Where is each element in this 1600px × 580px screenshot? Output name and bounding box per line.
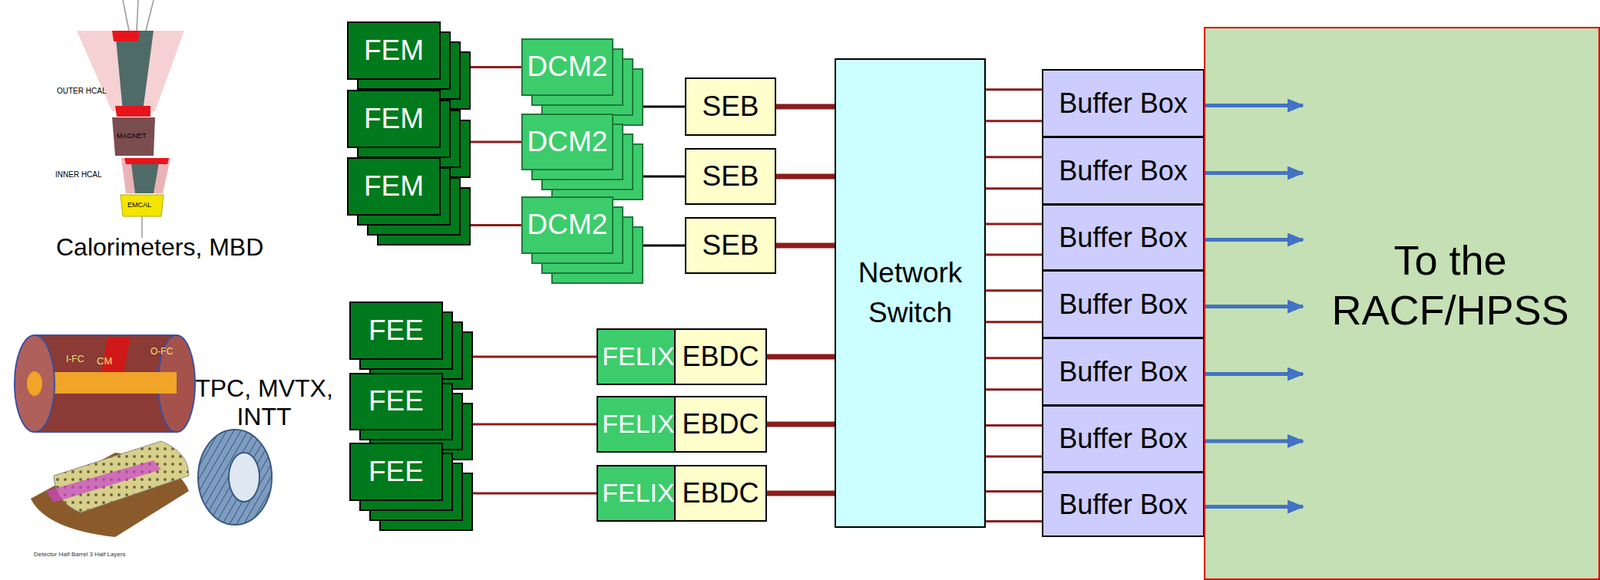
link-line: [776, 243, 835, 249]
storage-region: To the RACF/HPSS: [1203, 26, 1600, 580]
node-label: FEE: [368, 314, 424, 348]
front-end-module: FEE: [349, 373, 443, 431]
front-end-module: FEM: [347, 157, 441, 216]
node-label: FELIX: [601, 478, 675, 509]
front-end-module: FEM: [347, 21, 441, 80]
node-label: FELIX: [601, 409, 675, 440]
link-line: [776, 104, 835, 110]
part-name: CM: [96, 356, 113, 368]
node-label: Buffer Box: [1058, 221, 1187, 254]
node-label: SEB: [701, 160, 759, 194]
node-label: FEE: [368, 385, 424, 419]
event-builder-box: EBDC: [674, 465, 767, 523]
part-name: EMCAL: [127, 201, 152, 209]
node-label: EBDC: [681, 340, 759, 373]
node-label: Buffer Box: [1058, 489, 1187, 521]
buffer-box: Buffer Box: [1041, 337, 1205, 407]
detector-group-label: Calorimeters, MBD: [56, 233, 264, 262]
node-label: FEE: [368, 456, 424, 490]
event-builder-box: SEB: [684, 77, 777, 136]
buffer-box: Buffer Box: [1041, 204, 1205, 272]
event-builder-box: EBDC: [674, 396, 767, 453]
node-label: Network Switch: [846, 253, 975, 334]
part-name: I-FC: [66, 354, 84, 366]
link-line: [643, 244, 685, 248]
buffer-box: Buffer Box: [1041, 405, 1205, 473]
part-name: O-FC: [150, 347, 173, 358]
data-collection-module: DCM2: [521, 113, 614, 171]
link-line: [472, 356, 597, 359]
intt-half-barrel-drawing: [30, 441, 189, 538]
node-label: FEM: [363, 170, 424, 204]
racf-ground: [1203, 26, 1600, 580]
link-line: [985, 492, 1042, 523]
detector-group-label: TPC, MVTX, INTT: [187, 374, 341, 432]
event-builder-box: EBDC: [674, 328, 767, 386]
data-collection-module: DCM2: [521, 196, 614, 255]
front-end-module: FEE: [349, 442, 443, 502]
link-line: [985, 425, 1042, 457]
link-line: [985, 224, 1042, 255]
tpc-drawing: [14, 335, 196, 433]
buffer-box: Buffer Box: [1041, 69, 1205, 138]
link-line: [985, 157, 1042, 189]
felix-card: FELIX: [596, 328, 681, 386]
node-label: EBDC: [681, 477, 759, 510]
node-label: DCM2: [527, 125, 609, 159]
link-line: [766, 354, 835, 361]
part-name: INNER HCAL: [55, 170, 103, 180]
node-label: Buffer Box: [1058, 87, 1187, 120]
link-line: [470, 141, 522, 144]
network-switch: Network Switch: [834, 58, 986, 529]
flow-arrow: [1204, 439, 1303, 444]
front-end-module: FEM: [347, 89, 441, 149]
data-collection-module: DCM2: [521, 38, 614, 96]
node-label: To the RACF/HPSS: [1319, 235, 1581, 336]
node-label: SEB: [701, 229, 759, 263]
link-line: [766, 422, 835, 428]
link-line: [643, 175, 685, 179]
node-label: FELIX: [601, 341, 675, 372]
calorimeter-drawing: [76, 0, 185, 239]
flow-arrow: [1204, 238, 1303, 242]
node-label: FEM: [363, 34, 424, 68]
link-line: [985, 358, 1042, 391]
link-line: [472, 423, 597, 427]
flow-arrow: [1204, 372, 1303, 377]
node-label: Buffer Box: [1058, 356, 1187, 388]
part-name: MAGNET: [116, 132, 147, 140]
link-line: [472, 492, 597, 496]
flow-arrow: [1204, 505, 1303, 510]
part-name: OUTER HCAL: [56, 86, 106, 96]
front-end-module: FEE: [349, 301, 443, 361]
flow-arrow: [1204, 171, 1303, 176]
node-label: Buffer Box: [1058, 155, 1187, 187]
link-line: [776, 174, 835, 180]
node-label: DCM2: [527, 50, 609, 84]
event-builder-box: SEB: [684, 217, 777, 275]
link-line: [985, 290, 1042, 323]
link-line: [643, 105, 685, 109]
node-label: SEB: [701, 90, 759, 124]
buffer-box: Buffer Box: [1041, 136, 1205, 205]
event-builder-box: SEB: [684, 148, 777, 205]
buffer-box: Buffer Box: [1041, 270, 1205, 339]
link-line: [766, 491, 835, 497]
flow-arrow: [1204, 103, 1303, 108]
node-label: EBDC: [681, 408, 759, 440]
link-line: [470, 224, 522, 227]
felix-card: FELIX: [596, 465, 681, 523]
link-line: [470, 66, 522, 69]
node-label: Buffer Box: [1058, 288, 1187, 321]
node-label: DCM2: [527, 208, 609, 242]
node-label: FEM: [363, 102, 424, 136]
buffer-box: Buffer Box: [1041, 472, 1205, 538]
mvtx-barrel-drawing: [198, 429, 272, 526]
felix-card: FELIX: [596, 396, 681, 453]
node-label: Buffer Box: [1058, 423, 1187, 455]
link-line: [985, 89, 1042, 122]
part-name: Detector Half Barrel 3 Half Layers: [33, 551, 126, 559]
flow-arrow: [1204, 304, 1303, 309]
